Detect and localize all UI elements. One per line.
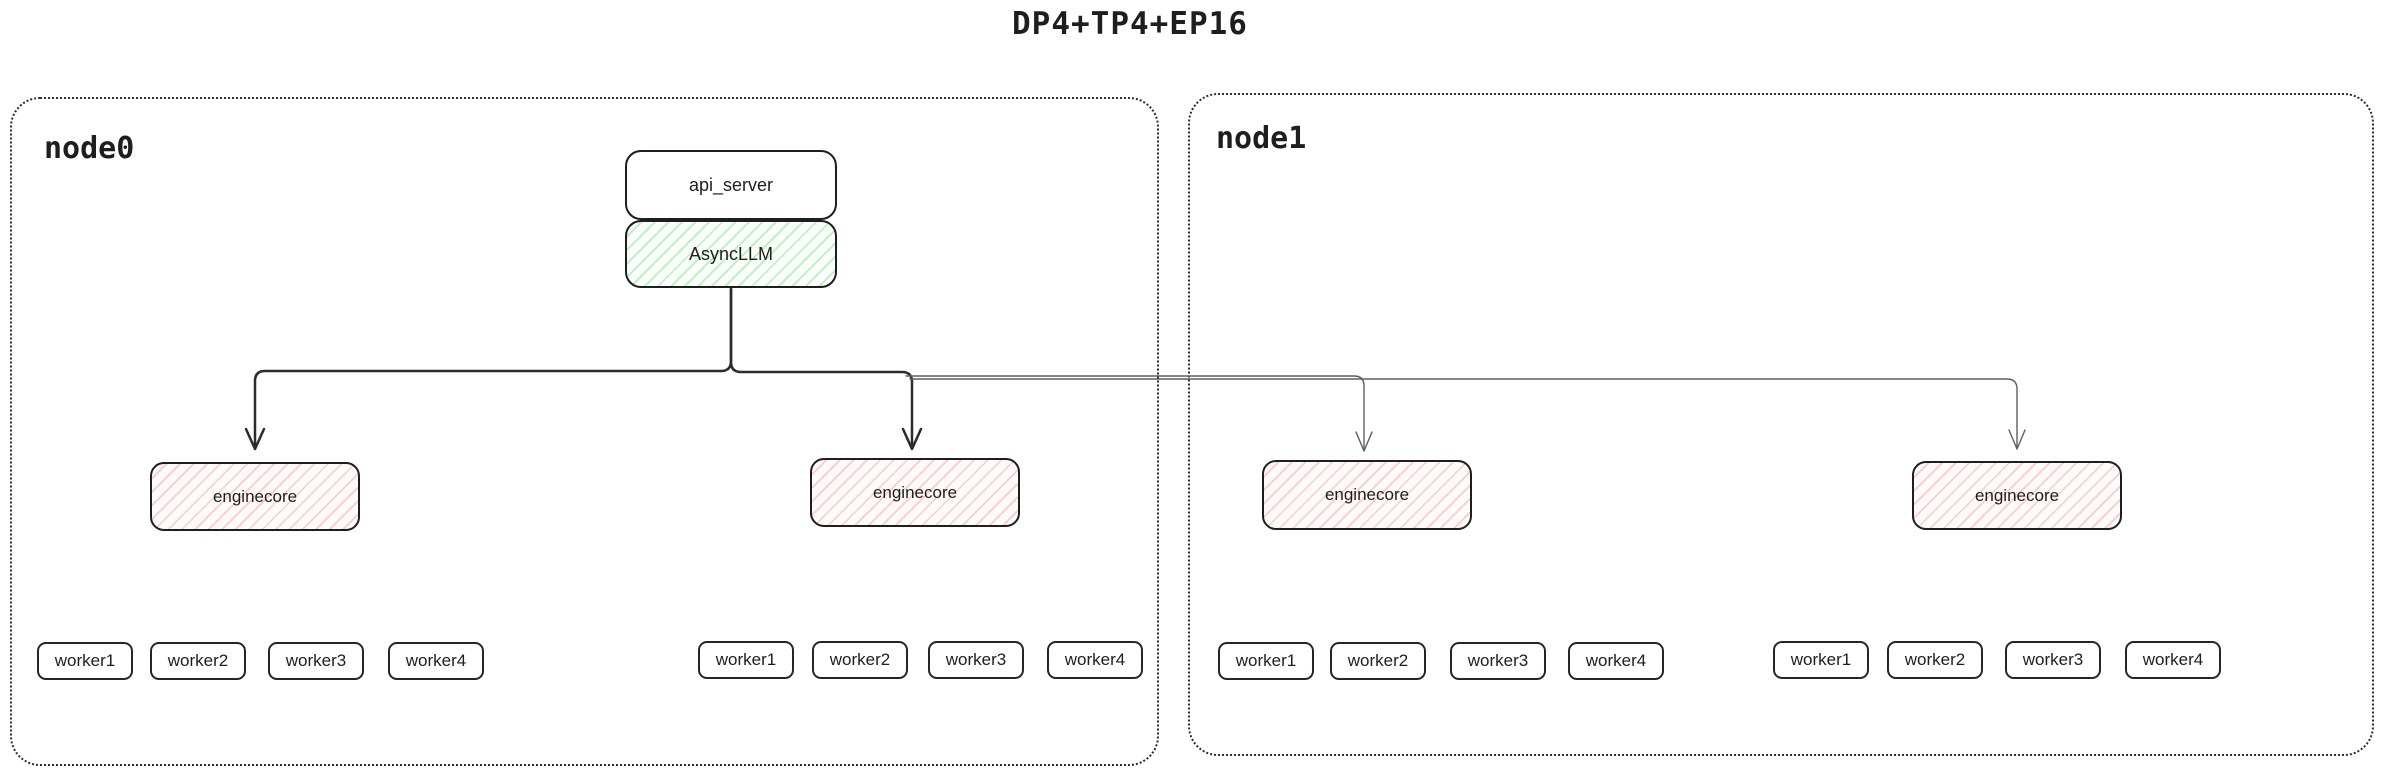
enginecore-box-node0-2: enginecore [810, 458, 1020, 527]
worker-box: worker4 [388, 642, 484, 680]
worker-box: worker3 [1450, 642, 1546, 680]
worker-box: worker4 [1568, 642, 1664, 680]
worker-box: worker1 [37, 642, 133, 680]
worker-box: worker1 [1773, 641, 1869, 679]
api-server-box: api_server [625, 150, 837, 220]
worker-box: worker3 [268, 642, 364, 680]
worker-box: worker3 [2005, 641, 2101, 679]
enginecore-box-node0-1: enginecore [150, 462, 360, 531]
worker-box: worker4 [1047, 641, 1143, 679]
worker-box: worker3 [928, 641, 1024, 679]
worker-box: worker2 [812, 641, 908, 679]
node0-label: node0 [44, 131, 135, 166]
asyncllm-box: AsyncLLM [625, 220, 837, 288]
node1-label: node1 [1216, 121, 1307, 156]
diagram-title: DP4+TP4+EP16 [1012, 6, 1248, 42]
enginecore-box-node1-1: enginecore [1262, 460, 1472, 530]
worker-box: worker4 [2125, 641, 2221, 679]
worker-box: worker1 [1218, 642, 1314, 680]
worker-box: worker2 [1887, 641, 1983, 679]
worker-box: worker2 [1330, 642, 1426, 680]
worker-box: worker1 [698, 641, 794, 679]
worker-box: worker2 [150, 642, 246, 680]
enginecore-box-node1-2: enginecore [1912, 461, 2122, 530]
